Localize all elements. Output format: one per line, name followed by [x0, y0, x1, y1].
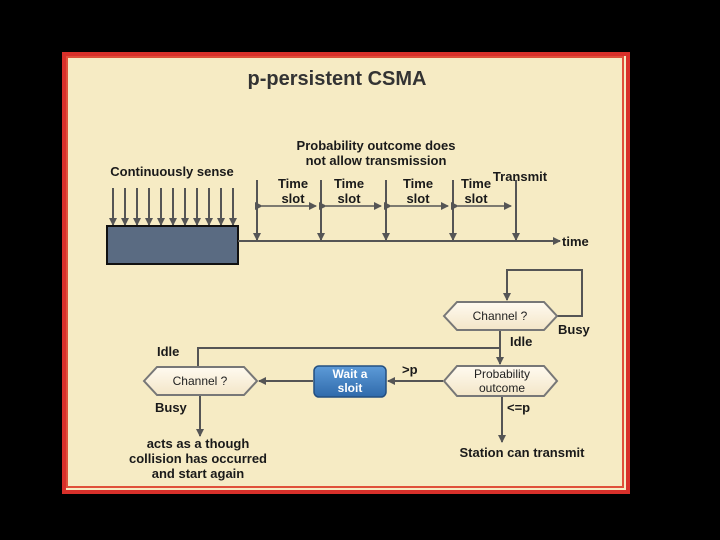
timeline-header-line1: Probability outcome does	[297, 138, 456, 153]
slot-1-label-time: Time	[278, 176, 308, 191]
wait-label-line2: sloit	[338, 381, 363, 395]
busy-loop-arrow	[503, 269, 583, 317]
slot-2-label-slot: slot	[337, 191, 361, 206]
collision-line3: and start again	[152, 466, 245, 481]
collision-line1: acts as a though	[147, 436, 250, 451]
wait-slot-box	[313, 365, 387, 398]
busy-left-label: Busy	[155, 400, 188, 415]
slide-panel	[66, 56, 626, 490]
sense-arrows	[109, 188, 237, 226]
gt-p-label: >p	[402, 362, 418, 377]
probability-label-line1: Probability	[474, 367, 530, 381]
station-transmit-label: Station can transmit	[460, 445, 586, 460]
slot-3-label-slot: slot	[406, 191, 430, 206]
idle-left-label: Idle	[157, 344, 179, 359]
probability-outcome	[442, 365, 559, 397]
inner-border	[66, 56, 624, 488]
channel-check-left	[142, 366, 259, 396]
slot-3-label-time: Time	[403, 176, 433, 191]
time-axis-label: time	[562, 234, 589, 249]
slot-boundaries	[253, 180, 520, 241]
transmit-label: Transmit	[493, 169, 548, 184]
idle-right-label: Idle	[510, 334, 532, 349]
le-p-label: <=p	[507, 400, 530, 415]
slide-frame	[62, 52, 630, 494]
wait-label-line1: Wait a	[333, 367, 368, 381]
timeline-header-line2: not allow transmission	[306, 153, 447, 168]
slot-2-label-time: Time	[334, 176, 364, 191]
slot-4-label-time: Time	[461, 176, 491, 191]
idle-left-arrow	[197, 347, 500, 366]
slot-4-label-slot: slot	[464, 191, 488, 206]
sense-label: Continuously sense	[110, 164, 234, 179]
collision-line2: collision has occurred	[129, 451, 267, 466]
channel-check-right	[442, 301, 559, 331]
channel-check-left-label: Channel ?	[173, 374, 228, 388]
busy-right-label: Busy	[558, 322, 591, 337]
probability-label-line2: outcome	[479, 381, 525, 395]
sense-box	[106, 225, 239, 265]
channel-check-right-label: Channel ?	[473, 309, 528, 323]
page-title: p-persistent CSMA	[248, 68, 427, 90]
slot-1-label-slot: slot	[281, 191, 305, 206]
